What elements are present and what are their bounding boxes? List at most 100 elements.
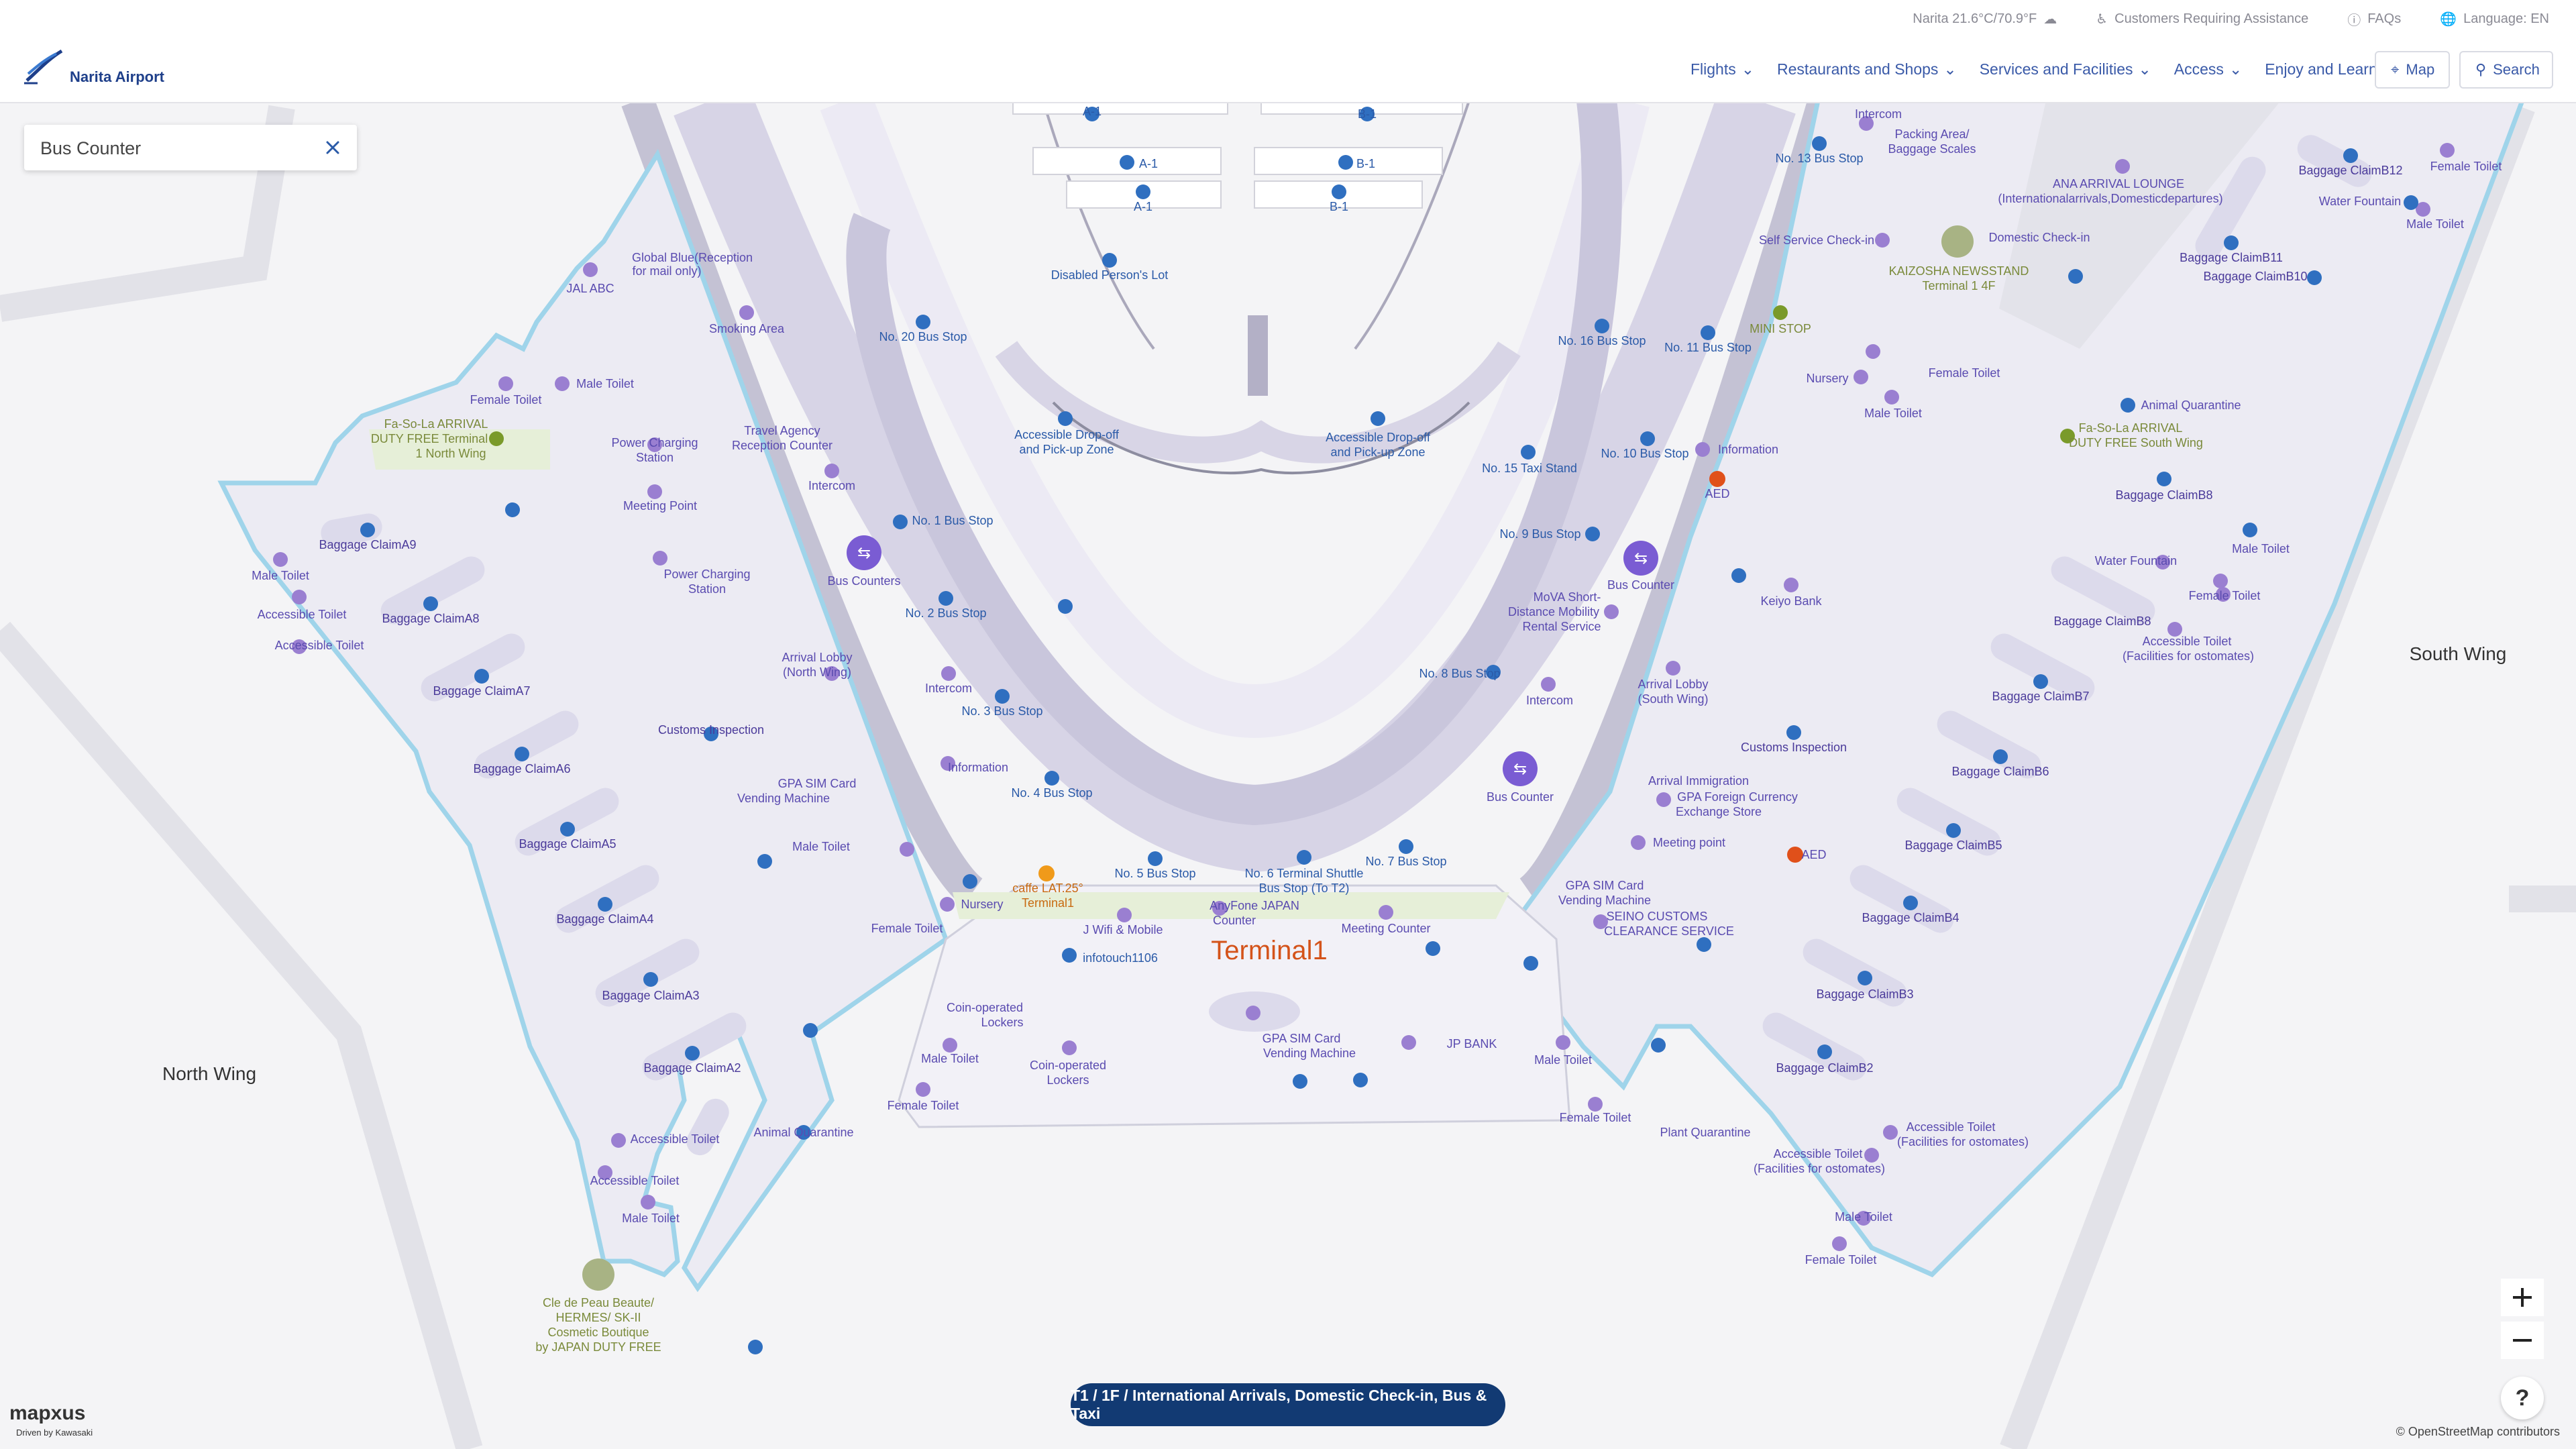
map-attribution[interactable]: © OpenStreetMap contributors: [2396, 1425, 2560, 1439]
main-nav: Flights⌄ Restaurants and Shops⌄ Services…: [1690, 60, 2396, 78]
north-label: by JAPAN DUTY FREE: [535, 1340, 661, 1354]
search-button[interactable]: ⚲ Search: [2459, 51, 2553, 89]
nav-access-label: Access: [2174, 60, 2224, 78]
bus-counter-marker[interactable]: [1623, 541, 1658, 576]
center-label: and Pick-up Zone: [1019, 443, 1114, 456]
baggage-claim-label: Baggage ClaimA6: [473, 762, 570, 775]
faqs-link[interactable]: ⓘ FAQs: [2347, 9, 2401, 29]
south-label: Nursery: [1806, 372, 1848, 385]
bus-counter-label: Bus Counter: [1487, 790, 1554, 804]
baggage-carousels: [321, 135, 2372, 1156]
center-label: AnyFone JAPAN: [1210, 899, 1299, 912]
parking-label: A-1: [1083, 105, 1102, 118]
nav-restaurants-shops[interactable]: Restaurants and Shops⌄: [1777, 60, 1957, 78]
language-selector[interactable]: 🌐 Language: EN: [2440, 11, 2549, 28]
help-button[interactable]: ?: [2501, 1377, 2544, 1419]
north-label: Male Toilet: [252, 569, 309, 582]
zoom-out-button[interactable]: [2501, 1322, 2544, 1359]
nav-flights[interactable]: Flights⌄: [1690, 60, 1754, 78]
center-label: JP BANK: [1447, 1037, 1497, 1051]
center-label: Accessible Drop-off: [1326, 431, 1431, 444]
terminal-label: Terminal1: [1211, 936, 1327, 965]
north-label: 1 North Wing: [415, 447, 486, 460]
south-label: Intercom: [1526, 694, 1573, 707]
map-button[interactable]: ⌖ Map: [2375, 51, 2450, 89]
bus-stop-label: No. 8 Bus Stop: [1419, 667, 1500, 680]
baggage-claim-label: Baggage ClaimA7: [433, 684, 530, 698]
baggage-claim-label: Baggage ClaimA3: [602, 989, 699, 1002]
close-icon[interactable]: [322, 137, 343, 158]
minus-icon: [2513, 1339, 2532, 1342]
weather: Narita 21.6°C/70.9°F ☁: [1913, 11, 2057, 28]
search-button-label: Search: [2493, 61, 2540, 78]
south-label: (Facilities for ostomates): [1897, 1135, 2029, 1148]
center-label: J Wifi & Mobile: [1083, 923, 1163, 936]
bus-counter-marker[interactable]: [847, 535, 881, 570]
bus-stop-label: No. 2 Bus Stop: [905, 606, 986, 620]
nav-services-label: Services and Facilities: [1979, 60, 2133, 78]
bus-counter-marker[interactable]: [1503, 751, 1538, 786]
south-label: Self Service Check-in: [1759, 233, 1874, 247]
bus-counters-label: Bus Counters: [827, 574, 900, 588]
north-label: Animal Quarantine: [753, 1126, 853, 1139]
assistance-label: Customers Requiring Assistance: [2114, 11, 2309, 26]
poi-icons: [273, 107, 2455, 1354]
north-label: Information: [948, 761, 1008, 774]
north-label: Female Toilet: [470, 393, 542, 407]
mapxus-sub: Driven by Kawasaki: [16, 1428, 93, 1438]
north-label: Intercom: [925, 682, 972, 695]
bus-stop-label: No. 16 Bus Stop: [1558, 334, 1646, 347]
chevron-down-icon: ⌄: [2138, 60, 2151, 78]
south-label: Animal Quarantine: [2141, 398, 2241, 412]
north-label: GPA SIM Card: [778, 777, 857, 790]
bus-stop-label: No. 11 Bus Stop: [1664, 341, 1752, 354]
language-label: Language: EN: [2463, 11, 2549, 26]
parking-label: Disabled Person's Lot: [1051, 268, 1169, 282]
baggage-claim-label: Baggage ClaimA9: [319, 538, 416, 551]
north-wing-label: North Wing: [162, 1063, 256, 1084]
baggage-claim-label: Baggage ClaimB12: [2298, 164, 2402, 177]
parking-area: [1012, 100, 1463, 209]
parking-label: B-1: [1330, 200, 1348, 213]
south-label: KAIZOSHA NEWSSTAND: [1889, 264, 2029, 278]
south-label: Female Toilet: [1929, 366, 2000, 380]
baggage-claim-label: Baggage ClaimB5: [1904, 839, 2002, 852]
baggage-claim-label: Baggage ClaimB8: [2053, 614, 2151, 628]
south-label: Fa-So-La ARRIVAL: [2079, 421, 2183, 435]
south-label: Customs Inspection: [1741, 741, 1847, 754]
zoom-in-button[interactable]: [2501, 1279, 2544, 1316]
north-label: Station: [688, 582, 726, 596]
faqs-label: FAQs: [2367, 11, 2402, 26]
nav-services-facilities[interactable]: Services and Facilities ⌄: [1980, 60, 2151, 78]
south-label: Domestic Check-in: [1988, 231, 2090, 244]
center-label: Meeting Counter: [1341, 922, 1430, 935]
search-input[interactable]: [39, 133, 310, 164]
help-circle-icon: ⓘ: [2347, 13, 2361, 28]
parking-label: A-1: [1139, 157, 1158, 170]
south-label: (Internationalarrivals,Domesticdeparture…: [1998, 192, 2222, 205]
nav-access[interactable]: Access ⌄: [2174, 60, 2242, 78]
floor-selector[interactable]: T1 / 1F / International Arrivals, Domest…: [1071, 1383, 1505, 1426]
assistance-link[interactable]: ♿ Customers Requiring Assistance: [2096, 11, 2308, 28]
nav-flights-label: Flights: [1690, 60, 1736, 78]
center-label: Counter: [1213, 914, 1256, 927]
svg-text:⇆: ⇆: [857, 544, 871, 562]
south-label: Male Toilet: [1835, 1210, 1892, 1224]
south-label: Female Toilet: [1560, 1111, 1631, 1124]
map-button-label: Map: [2406, 61, 2435, 78]
center-label: infotouch1106: [1083, 951, 1158, 965]
south-label: Exchange Store: [1676, 805, 1762, 818]
south-label: (South Wing): [1638, 692, 1708, 706]
chevron-down-icon: ⌄: [2229, 60, 2243, 78]
narita-airport-logo[interactable]: Narita Airport: [24, 46, 164, 86]
center-label: caffe LAT.25°: [1012, 881, 1083, 895]
south-label: (Facilities for ostomates): [1754, 1162, 1885, 1175]
north-label: Cosmetic Boutique: [547, 1326, 649, 1339]
bus-stop-label: No. 9 Bus Stop: [1499, 527, 1580, 541]
north-wing-building: [217, 149, 949, 1293]
south-wing-building: [1499, 98, 2526, 1278]
south-label: DUTY FREE South Wing: [2069, 436, 2203, 449]
bus-counter-markers[interactable]: ⇆ ⇆ ⇆: [847, 535, 1658, 786]
north-label: HERMES/ SK-II: [555, 1311, 641, 1324]
